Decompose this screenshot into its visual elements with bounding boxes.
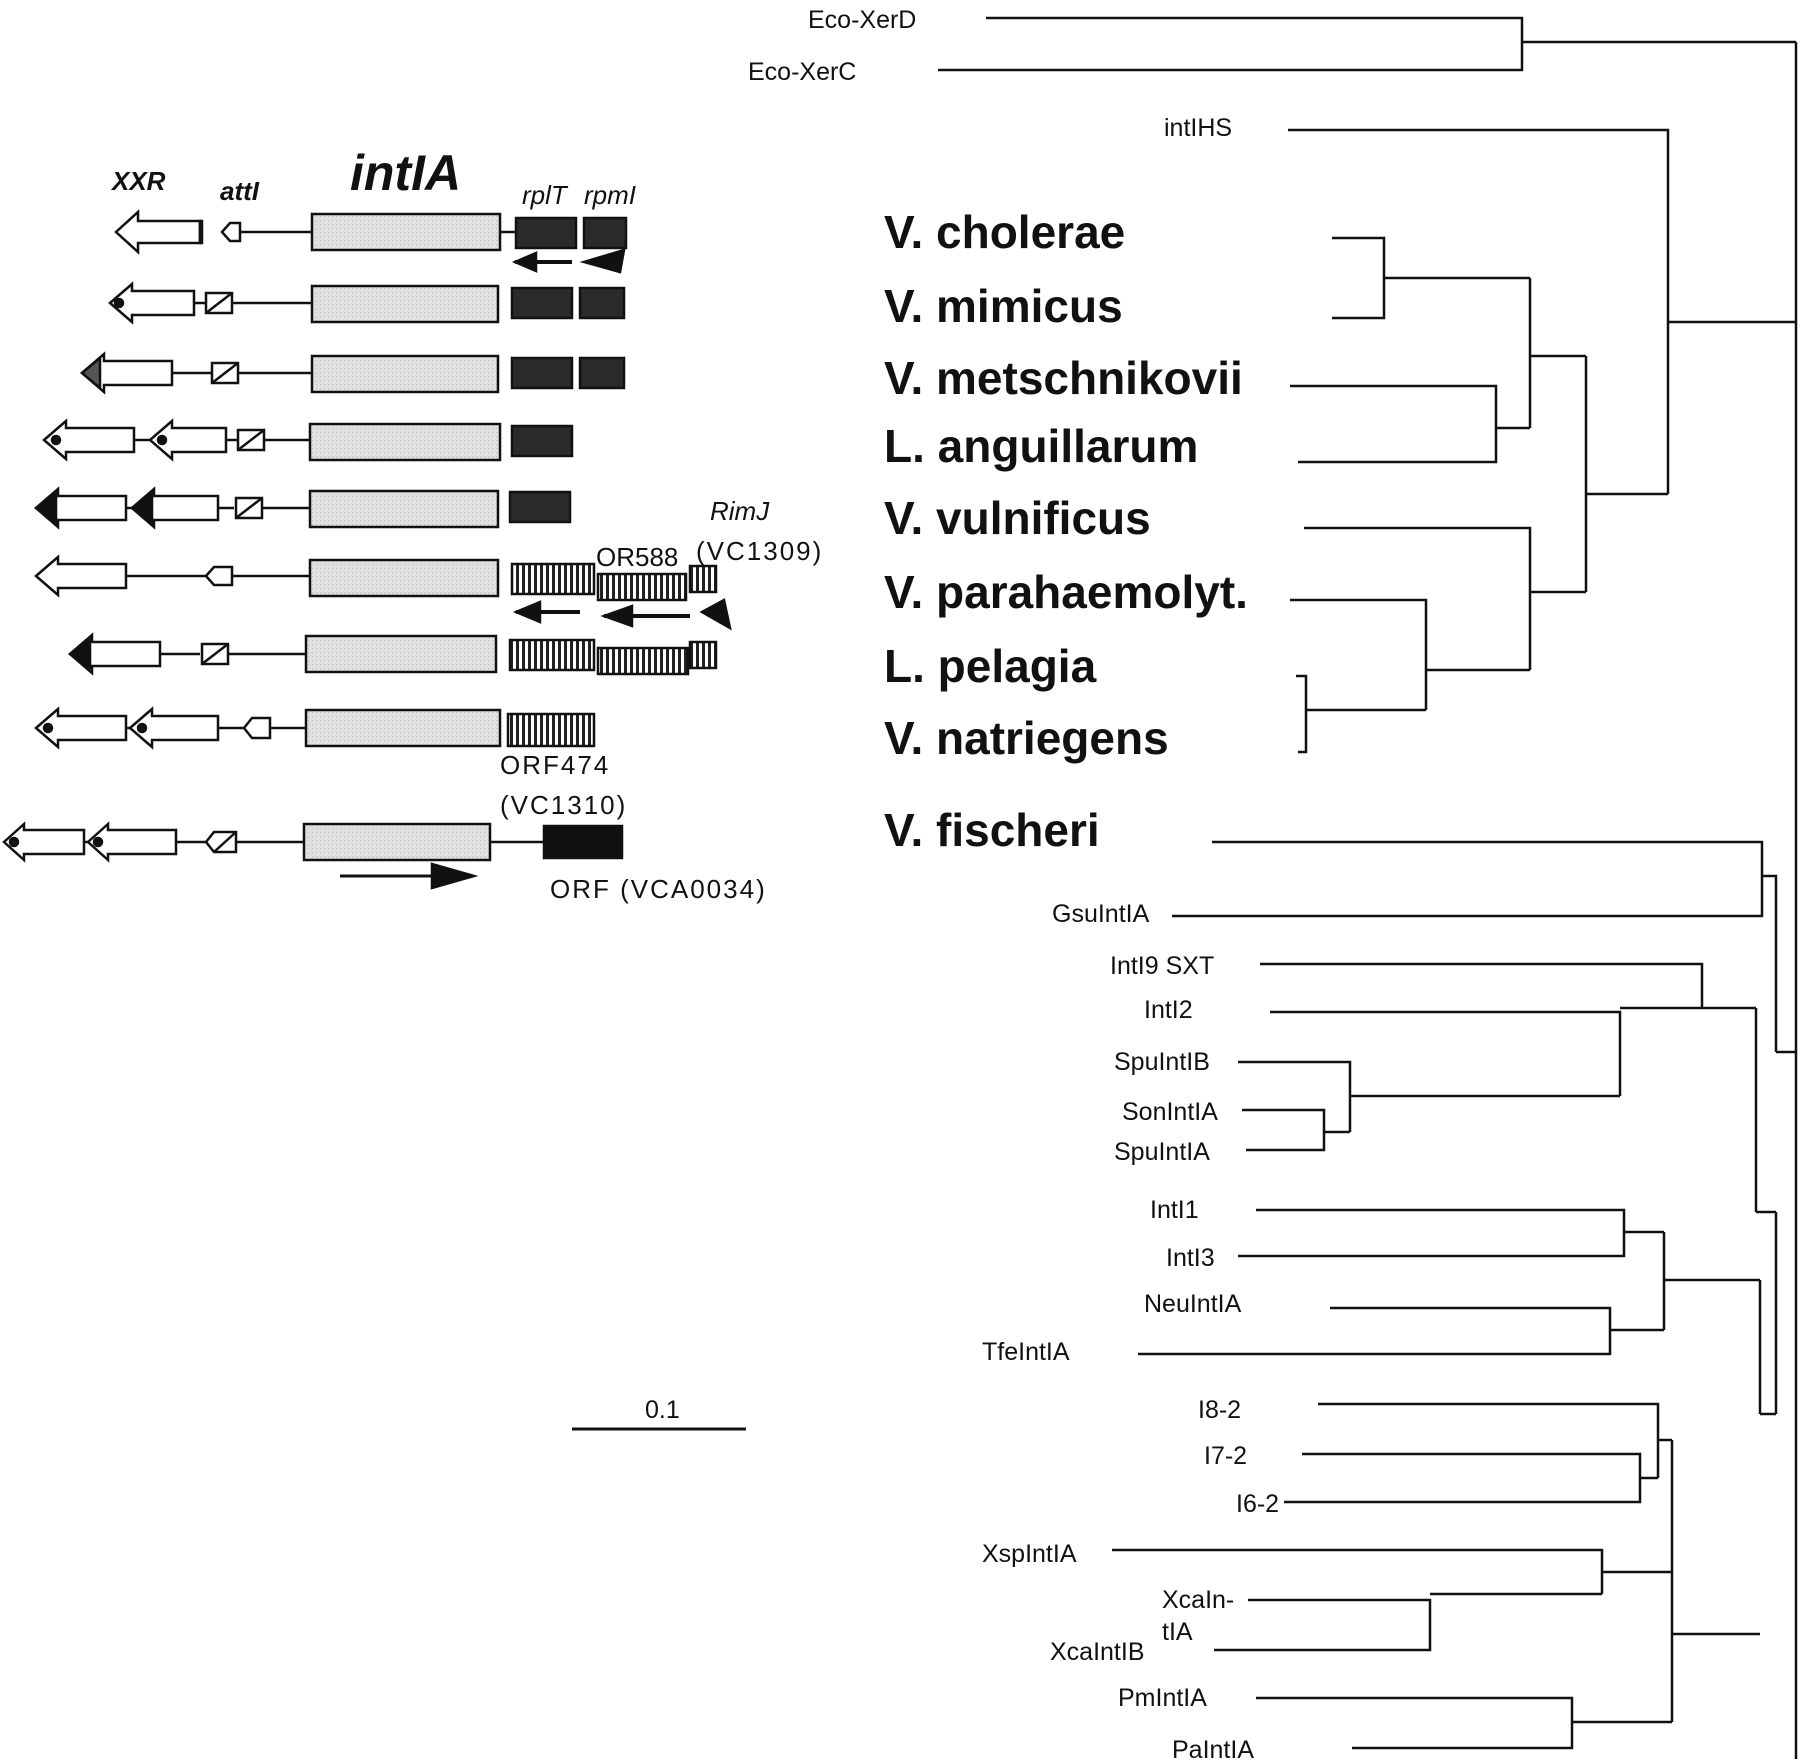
leaf-xspintia: XspIntIA [982, 1540, 1077, 1568]
gene-row-6 [34, 554, 732, 631]
leaf-spuintia: SpuIntIA [1114, 1138, 1210, 1166]
leaf-i6-2: I6-2 [1236, 1490, 1279, 1518]
gene-row-4 [42, 418, 574, 462]
leaf-inti2: IntI2 [1144, 996, 1193, 1024]
leaf-v-vulnificus: V. vulnificus [884, 492, 1151, 544]
label-rpmi: rpmI [584, 180, 636, 210]
leaf-v-parahaemolyt: V. parahaemolyt. [884, 566, 1248, 618]
leaf-paintia: PaIntIA [1172, 1736, 1254, 1760]
gene-labels: XXR attI intIA rplT rpmI RimJ (VC1309) O… [110, 145, 823, 904]
label-rplt: rplT [522, 180, 569, 210]
leaf-inti3: IntI3 [1166, 1244, 1215, 1272]
leaf-xcaintib: XcaIntIB [1050, 1638, 1145, 1666]
gene-row-1 [114, 209, 628, 274]
leaf-xcaintia-line2: tIA [1162, 1618, 1193, 1646]
gene-map [2, 209, 732, 890]
gene-row-3 [80, 351, 626, 395]
leaf-i8-2: I8-2 [1198, 1396, 1241, 1424]
leaf-v-metschnikovii: V. metschnikovii [884, 352, 1243, 404]
label-xxr: XXR [110, 166, 166, 196]
leaf-xcaintia-line1: XcaIn- [1162, 1586, 1234, 1614]
leaf-v-natriegens: V. natriegens [884, 712, 1169, 764]
gene-row-8 [34, 706, 596, 750]
leaf-neuintia: NeuIntIA [1144, 1290, 1242, 1318]
leaf-v-mimicus: V. mimicus [884, 280, 1123, 332]
gene-row-5 [33, 486, 572, 530]
leaf-inti1: IntI1 [1150, 1196, 1199, 1224]
label-orf-vca0034: ORF (VCA0034) [550, 874, 767, 904]
leaf-i7-2: I7-2 [1204, 1442, 1247, 1470]
leaf-eco-xerc: Eco-XerC [748, 58, 856, 86]
leaf-intihs: intIHS [1164, 114, 1232, 142]
leaf-pmintia: PmIntIA [1118, 1684, 1207, 1712]
scale-bar-label: 0.1 [645, 1396, 680, 1424]
leaf-v-fischeri: V. fischeri [884, 804, 1100, 856]
label-rimj: RimJ [710, 496, 770, 526]
label-or588: OR588 [596, 542, 678, 572]
gene-row-9 [2, 821, 624, 890]
leaf-inti9-sxt: IntI9 SXT [1110, 952, 1214, 980]
leaf-eco-xerd: Eco-XerD [808, 6, 916, 34]
leaf-l-anguillarum: L. anguillarum [884, 420, 1198, 472]
label-vc1309: (VC1309) [696, 536, 823, 566]
gene-row-2 [108, 281, 626, 325]
tree-branches [938, 16, 1798, 1759]
label-vc1310: (VC1310) [500, 790, 627, 820]
leaf-spuintib: SpuIntIB [1114, 1048, 1210, 1076]
leaf-sonintia: SonIntIA [1122, 1098, 1218, 1126]
gene-row-7 [67, 632, 718, 676]
scale-bar: 0.1 [572, 1396, 746, 1431]
tree-labels: Eco-XerD Eco-XerC intIHS V. cholerae V. … [748, 6, 1279, 1760]
leaf-tfeintia: TfeIntIA [982, 1338, 1070, 1366]
leaf-gsuintia: GsuIntIA [1052, 900, 1150, 928]
label-atti: attI [220, 176, 260, 206]
leaf-l-pelagia: L. pelagia [884, 640, 1097, 692]
label-orf474: ORF474 [500, 750, 610, 780]
leaf-v-cholerae: V. cholerae [884, 206, 1125, 258]
label-intia: intIA [350, 145, 461, 201]
